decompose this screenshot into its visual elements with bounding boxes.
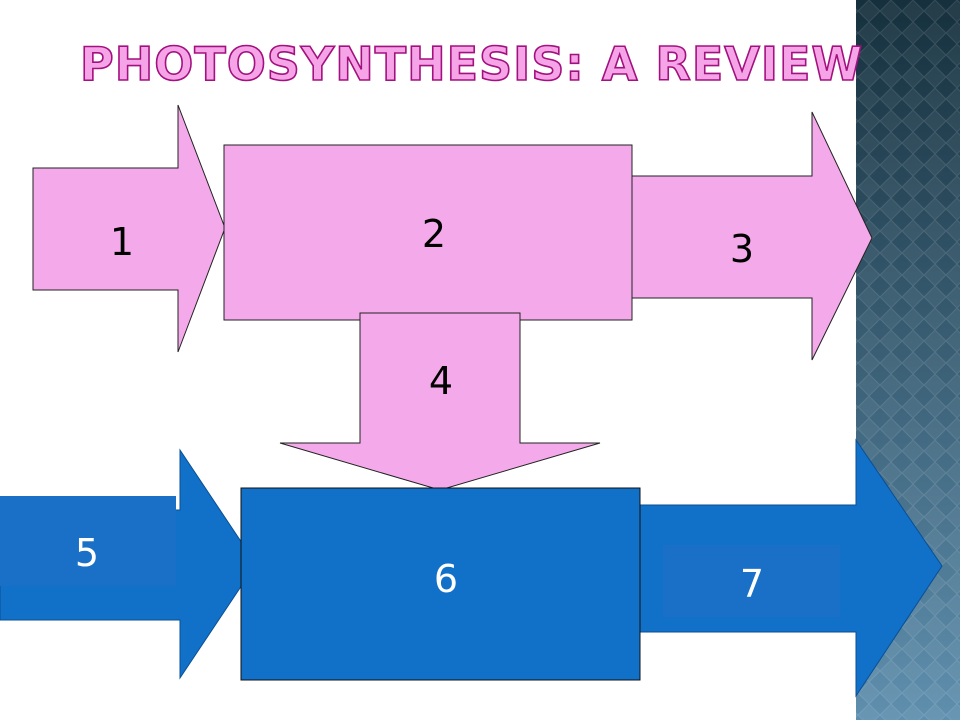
slide-title: Photosynthesis: A Review bbox=[79, 36, 864, 92]
arrow-4 bbox=[279, 312, 601, 491]
label-6: 6 bbox=[434, 557, 458, 601]
arrow-1 bbox=[32, 104, 226, 353]
box-6 bbox=[240, 487, 641, 681]
label-1: 1 bbox=[110, 220, 134, 264]
label-box-5 bbox=[0, 496, 176, 586]
label-3: 3 bbox=[730, 227, 754, 271]
label-7: 7 bbox=[740, 562, 764, 606]
arrow-3 bbox=[611, 111, 873, 361]
label-box-7 bbox=[663, 545, 840, 617]
label-4: 4 bbox=[429, 359, 453, 403]
box-2 bbox=[223, 144, 633, 321]
label-5: 5 bbox=[75, 531, 99, 575]
label-2: 2 bbox=[422, 212, 446, 256]
